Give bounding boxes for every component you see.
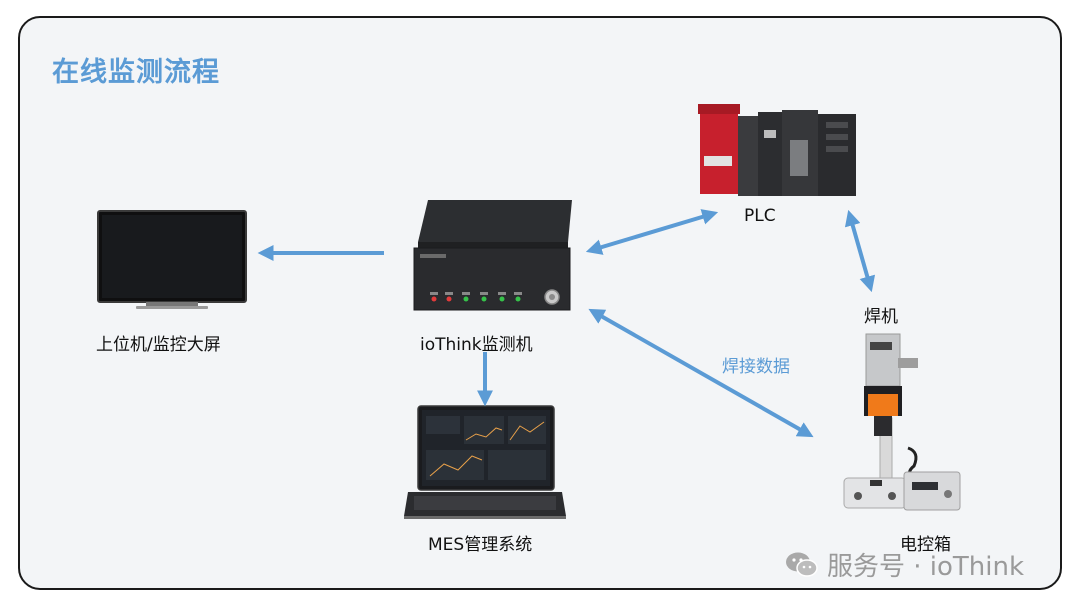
iothink-monitor-image: [410, 196, 572, 314]
edge-label-welding-data: 焊接数据: [722, 357, 790, 377]
label-welder: 焊机: [864, 307, 898, 327]
watermark: 服务号 · ioThink: [785, 546, 1024, 583]
label-plc: PLC: [744, 206, 776, 226]
arrow-welder-to-monitor: [588, 308, 814, 438]
laptop-image: [404, 404, 566, 520]
label-mes: MES管理系统: [428, 535, 533, 555]
arrow-plc-welder: [844, 209, 876, 293]
watermark-text: 服务号 · ioThink: [827, 552, 1025, 582]
wechat-icon: [786, 552, 818, 577]
plc-image: [694, 100, 860, 200]
arrow-monitor-plc: [585, 209, 719, 255]
diagram-title: 在线监测流程: [52, 57, 220, 88]
welder-image: [836, 328, 964, 516]
label-screen: 上位机/监控大屏: [96, 335, 221, 355]
label-control-box: 电控箱: [900, 535, 951, 555]
label-monitor: ioThink监测机: [420, 335, 533, 355]
monitor-screen-image: [96, 208, 248, 312]
